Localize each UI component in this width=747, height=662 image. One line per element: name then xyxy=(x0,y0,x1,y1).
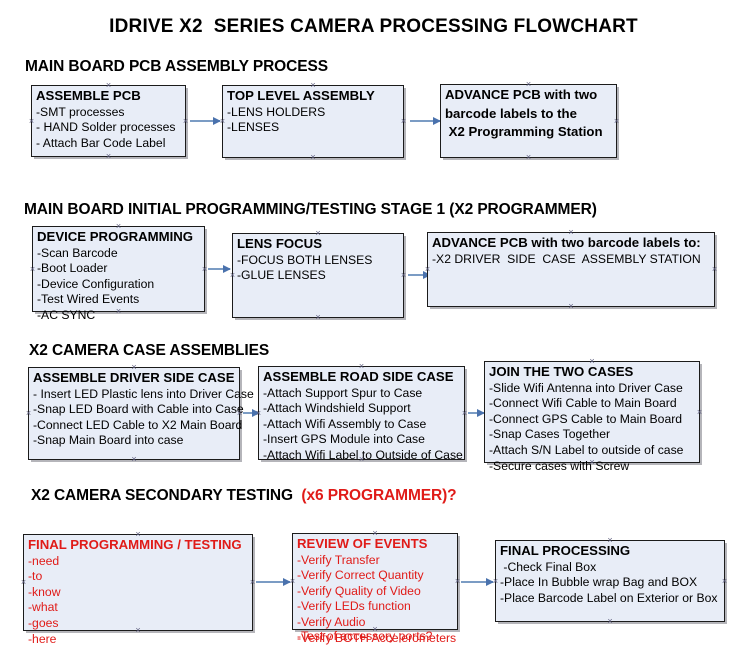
section-heading-x2-camera-case-assemblies: X2 CAMERA CASE ASSEMBLIES xyxy=(29,342,269,360)
node-line: -Connect LED Cable to X2 Main Board xyxy=(33,417,243,432)
node-line: -Verify Quality of Video xyxy=(297,583,421,598)
node-line: -Attach Wifi Label to Outside of Case xyxy=(263,448,463,463)
page-title: IDRIVE X2 SERIES CAMERA PROCESSING FLOWC… xyxy=(109,16,638,37)
node-line: -Snap LED Board with Cable into Case xyxy=(33,402,244,417)
node-line: -Snap Cases Together xyxy=(489,427,611,442)
node-final-programming-testing[interactable]: FINAL PROGRAMMING / TESTING -need -to -k… xyxy=(23,534,253,646)
node-line: -Device Configuration xyxy=(37,276,155,291)
node-line: -Attach S/N Label to outside of case xyxy=(489,443,684,458)
node-line: -Verify BOTH Accelerometers xyxy=(297,630,457,645)
node-line: -X2 DRIVER SIDE CASE ASSEMBLY STATION xyxy=(432,251,701,266)
node-line: -Attach Support Spur to Case xyxy=(263,385,423,400)
connector-final-programming-to-review-of-events xyxy=(256,577,291,586)
section-heading-text: X2 CAMERA CASE ASSEMBLIES xyxy=(29,342,270,359)
connector-driver-side-to-road-side xyxy=(243,408,260,417)
node-line: -Attach Windshield Support xyxy=(263,401,411,416)
node-title: ASSEMBLE ROAD SIDE CASE xyxy=(263,369,454,384)
node-title: FINAL PROCESSING xyxy=(500,543,631,558)
node-title-line-2: barcode labels to the xyxy=(445,105,577,121)
node-line: -SMT processes xyxy=(36,104,125,119)
node-line: -AC SYNC xyxy=(37,308,96,323)
node-title: ADVANCE PCB with two xyxy=(445,87,598,102)
node-assemble-road-side-case[interactable]: ASSEMBLE ROAD SIDE CASE -Attach Support … xyxy=(258,366,465,462)
node-line: -Boot Loader xyxy=(37,261,108,276)
connector-assemble-pcb-to-top-level-assembly xyxy=(190,116,221,125)
node-line: -Connect Wifi Cable to Main Board xyxy=(489,396,677,411)
node-device-programming[interactable]: DEVICE PROGRAMMING -Scan Barcode -Boot L… xyxy=(32,226,205,322)
node-line: -Check Final Box xyxy=(500,559,597,574)
section-heading-main-board-initial-programming: MAIN BOARD INITIAL PROGRAMMING/TESTING S… xyxy=(24,201,597,219)
node-top-level-assembly[interactable]: TOP LEVEL ASSEMBLY -LENS HOLDERS -LENSES xyxy=(222,85,404,158)
node-advance-pcb-driver-side-case[interactable]: ADVANCE PCB with two barcode labels to: … xyxy=(427,232,715,307)
connector-road-side-to-join-cases xyxy=(468,408,485,417)
connector-top-level-assembly-to-advance-pcb xyxy=(410,116,441,125)
section-heading-text: X2 CAMERA SECONDARY TESTING xyxy=(31,487,298,504)
node-title: ADVANCE PCB with two barcode labels to: xyxy=(432,235,701,250)
resize-handle-bottom[interactable] xyxy=(105,153,112,160)
node-line: -Connect GPS Cable to Main Board xyxy=(489,411,683,426)
node-line: -LENS HOLDERS xyxy=(227,104,326,119)
node-line: -Slide Wifi Antenna into Driver Case xyxy=(489,380,683,395)
connector-device-programming-to-lens-focus xyxy=(208,264,231,273)
node-final-processing[interactable]: FINAL PROCESSING -Check Final Box -Place… xyxy=(495,540,725,622)
node-lens-focus[interactable]: LENS FOCUS -FOCUS BOTH LENSES -GLUE LENS… xyxy=(232,233,404,318)
node-assemble-pcb[interactable]: ASSEMBLE PCB -SMT processes - HAND Solde… xyxy=(31,85,186,157)
node-line: -Scan Barcode xyxy=(37,245,118,260)
node-line: -what xyxy=(28,600,58,615)
node-title: ASSEMBLE PCB xyxy=(36,88,141,103)
node-line: -Place Barcode Label on Exterior or Box xyxy=(500,590,718,605)
node-line: -Secure cases with Screw xyxy=(489,458,630,473)
section-heading-text: MAIN BOARD INITIAL PROGRAMMING/TESTING S… xyxy=(24,201,597,218)
node-line: -need xyxy=(28,553,60,568)
node-title-line-3: X2 Programming Station xyxy=(445,124,603,140)
resize-handle-bottom[interactable] xyxy=(315,314,322,321)
node-line: -Place In Bubble wrap Bag and BOX xyxy=(500,575,698,590)
node-join-the-two-cases[interactable]: JOIN THE TWO CASES -Slide Wifi Antenna i… xyxy=(484,361,700,473)
resize-handle-bottom[interactable] xyxy=(131,456,138,463)
node-line: - Insert LED Plastic lens into Driver Ca… xyxy=(33,386,254,401)
node-title: DEVICE PROGRAMMING xyxy=(37,229,194,244)
node-title: TOP LEVEL ASSEMBLY xyxy=(227,88,375,103)
node-line: -Snap Main Board into case xyxy=(33,433,184,448)
section-heading-main-board-pcb-assembly: MAIN BOARD PCB ASSEMBLY PROCESS xyxy=(25,58,328,76)
node-line: -Attach Wifi Assembly to Case xyxy=(263,416,427,431)
section-heading-accent: (x6 PROGRAMMER)? xyxy=(297,487,457,504)
node-title: ASSEMBLE DRIVER SIDE CASE xyxy=(33,370,235,385)
node-line: -GLUE LENSES xyxy=(237,268,326,283)
connector-review-of-events-to-final-processing xyxy=(461,577,494,586)
node-advance-pcb-programming-station[interactable]: ADVANCE PCB with two barcode labels to t… xyxy=(440,84,617,158)
node-title: LENS FOCUS xyxy=(237,236,322,251)
node-title: FINAL PROGRAMMING / TESTING xyxy=(28,537,242,552)
node-title: REVIEW OF EVENTS xyxy=(297,536,428,551)
node-assemble-driver-side-case[interactable]: ASSEMBLE DRIVER SIDE CASE - Insert LED P… xyxy=(28,367,254,463)
node-line: -Insert GPS Module into Case xyxy=(263,432,425,447)
node-line: -LENSES xyxy=(227,120,280,135)
section-heading-x2-camera-secondary-testing: X2 CAMERA SECONDARY TESTING (x6 PROGRAMM… xyxy=(31,487,457,505)
section-heading-text: MAIN BOARD PCB ASSEMBLY PROCESS xyxy=(25,58,328,75)
node-line: -to xyxy=(28,569,43,584)
node-line: - Attach Bar Code Label xyxy=(36,135,166,150)
node-line: -here xyxy=(28,631,57,646)
node-line: -know xyxy=(28,584,61,599)
node-review-of-events[interactable]: REVIEW OF EVENTS -Verify Transfer -Verif… xyxy=(292,533,458,645)
node-line: -Verify Transfer xyxy=(297,552,380,567)
node-overflow-line: -Test of accessory ports? xyxy=(297,629,433,644)
node-line: -goes xyxy=(28,616,59,631)
node-line: -FOCUS BOTH LENSES xyxy=(237,252,373,267)
resize-handle-bottom[interactable] xyxy=(607,618,614,625)
node-line: -Verify LEDs function xyxy=(297,599,411,614)
node-line: - HAND Solder processes xyxy=(36,120,176,135)
resize-handle-bottom[interactable] xyxy=(525,154,532,161)
resize-handle-bottom[interactable] xyxy=(310,154,317,161)
node-line: -Verify Correct Quantity xyxy=(297,568,424,583)
resize-handle-bottom[interactable] xyxy=(568,303,575,310)
node-line: -Test Wired Events xyxy=(37,292,140,307)
node-line: -Verify Audio xyxy=(297,615,366,630)
node-title: JOIN THE TWO CASES xyxy=(489,364,634,379)
